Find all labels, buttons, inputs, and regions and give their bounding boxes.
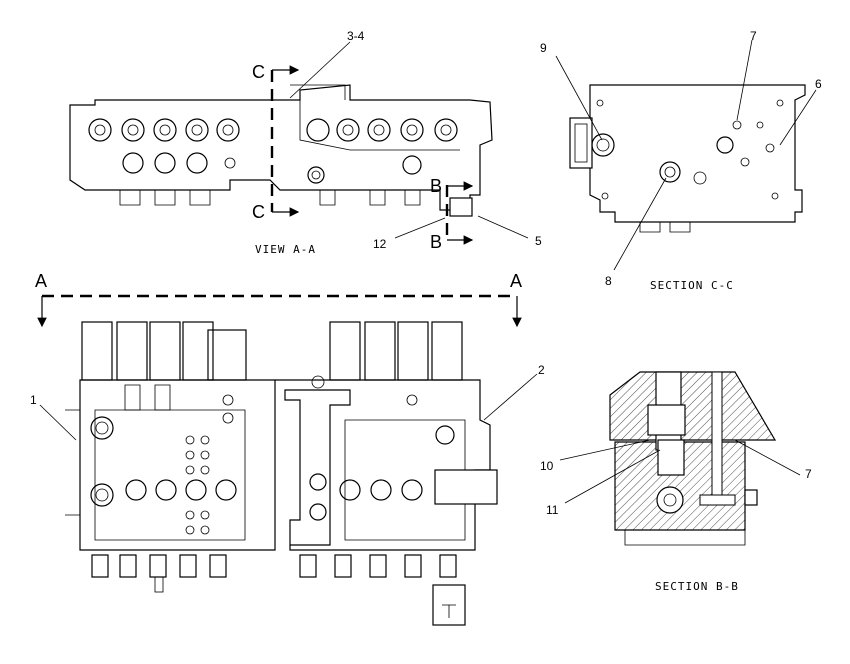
- callout-3-4: 3-4: [347, 29, 365, 43]
- section-letter-c-bottom: C: [252, 202, 265, 222]
- section-letter-a-right: A: [510, 271, 522, 291]
- callout-9: 9: [540, 41, 547, 55]
- callout-11: 11: [546, 503, 559, 517]
- callout-12: 12: [373, 237, 387, 251]
- section-letter-b-bottom: B: [430, 232, 442, 252]
- view-aa: C C B B 3-4 12 5 VIEW A-A: [69, 29, 542, 256]
- main-left-fittings: [91, 554, 227, 593]
- caption-section-bb: SECTION B-B: [655, 580, 739, 593]
- section-cc: 9 7 6 8 SECTION C-C: [540, 29, 822, 292]
- callout-1: 1: [30, 393, 37, 407]
- callout-2: 2: [538, 363, 545, 377]
- section-letter-c-top: C: [252, 62, 265, 82]
- view-aa-ports-left: [88, 118, 240, 174]
- main-left-ports: [90, 394, 237, 535]
- section-bb: 10 11 7 SECTION B-B: [540, 371, 812, 593]
- main-view: A A: [30, 271, 545, 626]
- callout-7-bottom: 7: [805, 467, 812, 481]
- callout-8: 8: [605, 274, 612, 288]
- callout-5: 5: [535, 234, 542, 248]
- section-letter-b-top: B: [430, 176, 442, 196]
- section-letter-a-left: A: [35, 271, 47, 291]
- caption-section-cc: SECTION C-C: [650, 279, 734, 292]
- callout-7-top: 7: [750, 29, 757, 43]
- callout-6: 6: [815, 77, 822, 91]
- main-right-fittings: [299, 554, 457, 578]
- solenoid-row: [81, 321, 463, 381]
- caption-view-aa: VIEW A-A: [255, 243, 316, 256]
- callout-10: 10: [540, 459, 554, 473]
- view-aa-ports-right: [306, 118, 458, 184]
